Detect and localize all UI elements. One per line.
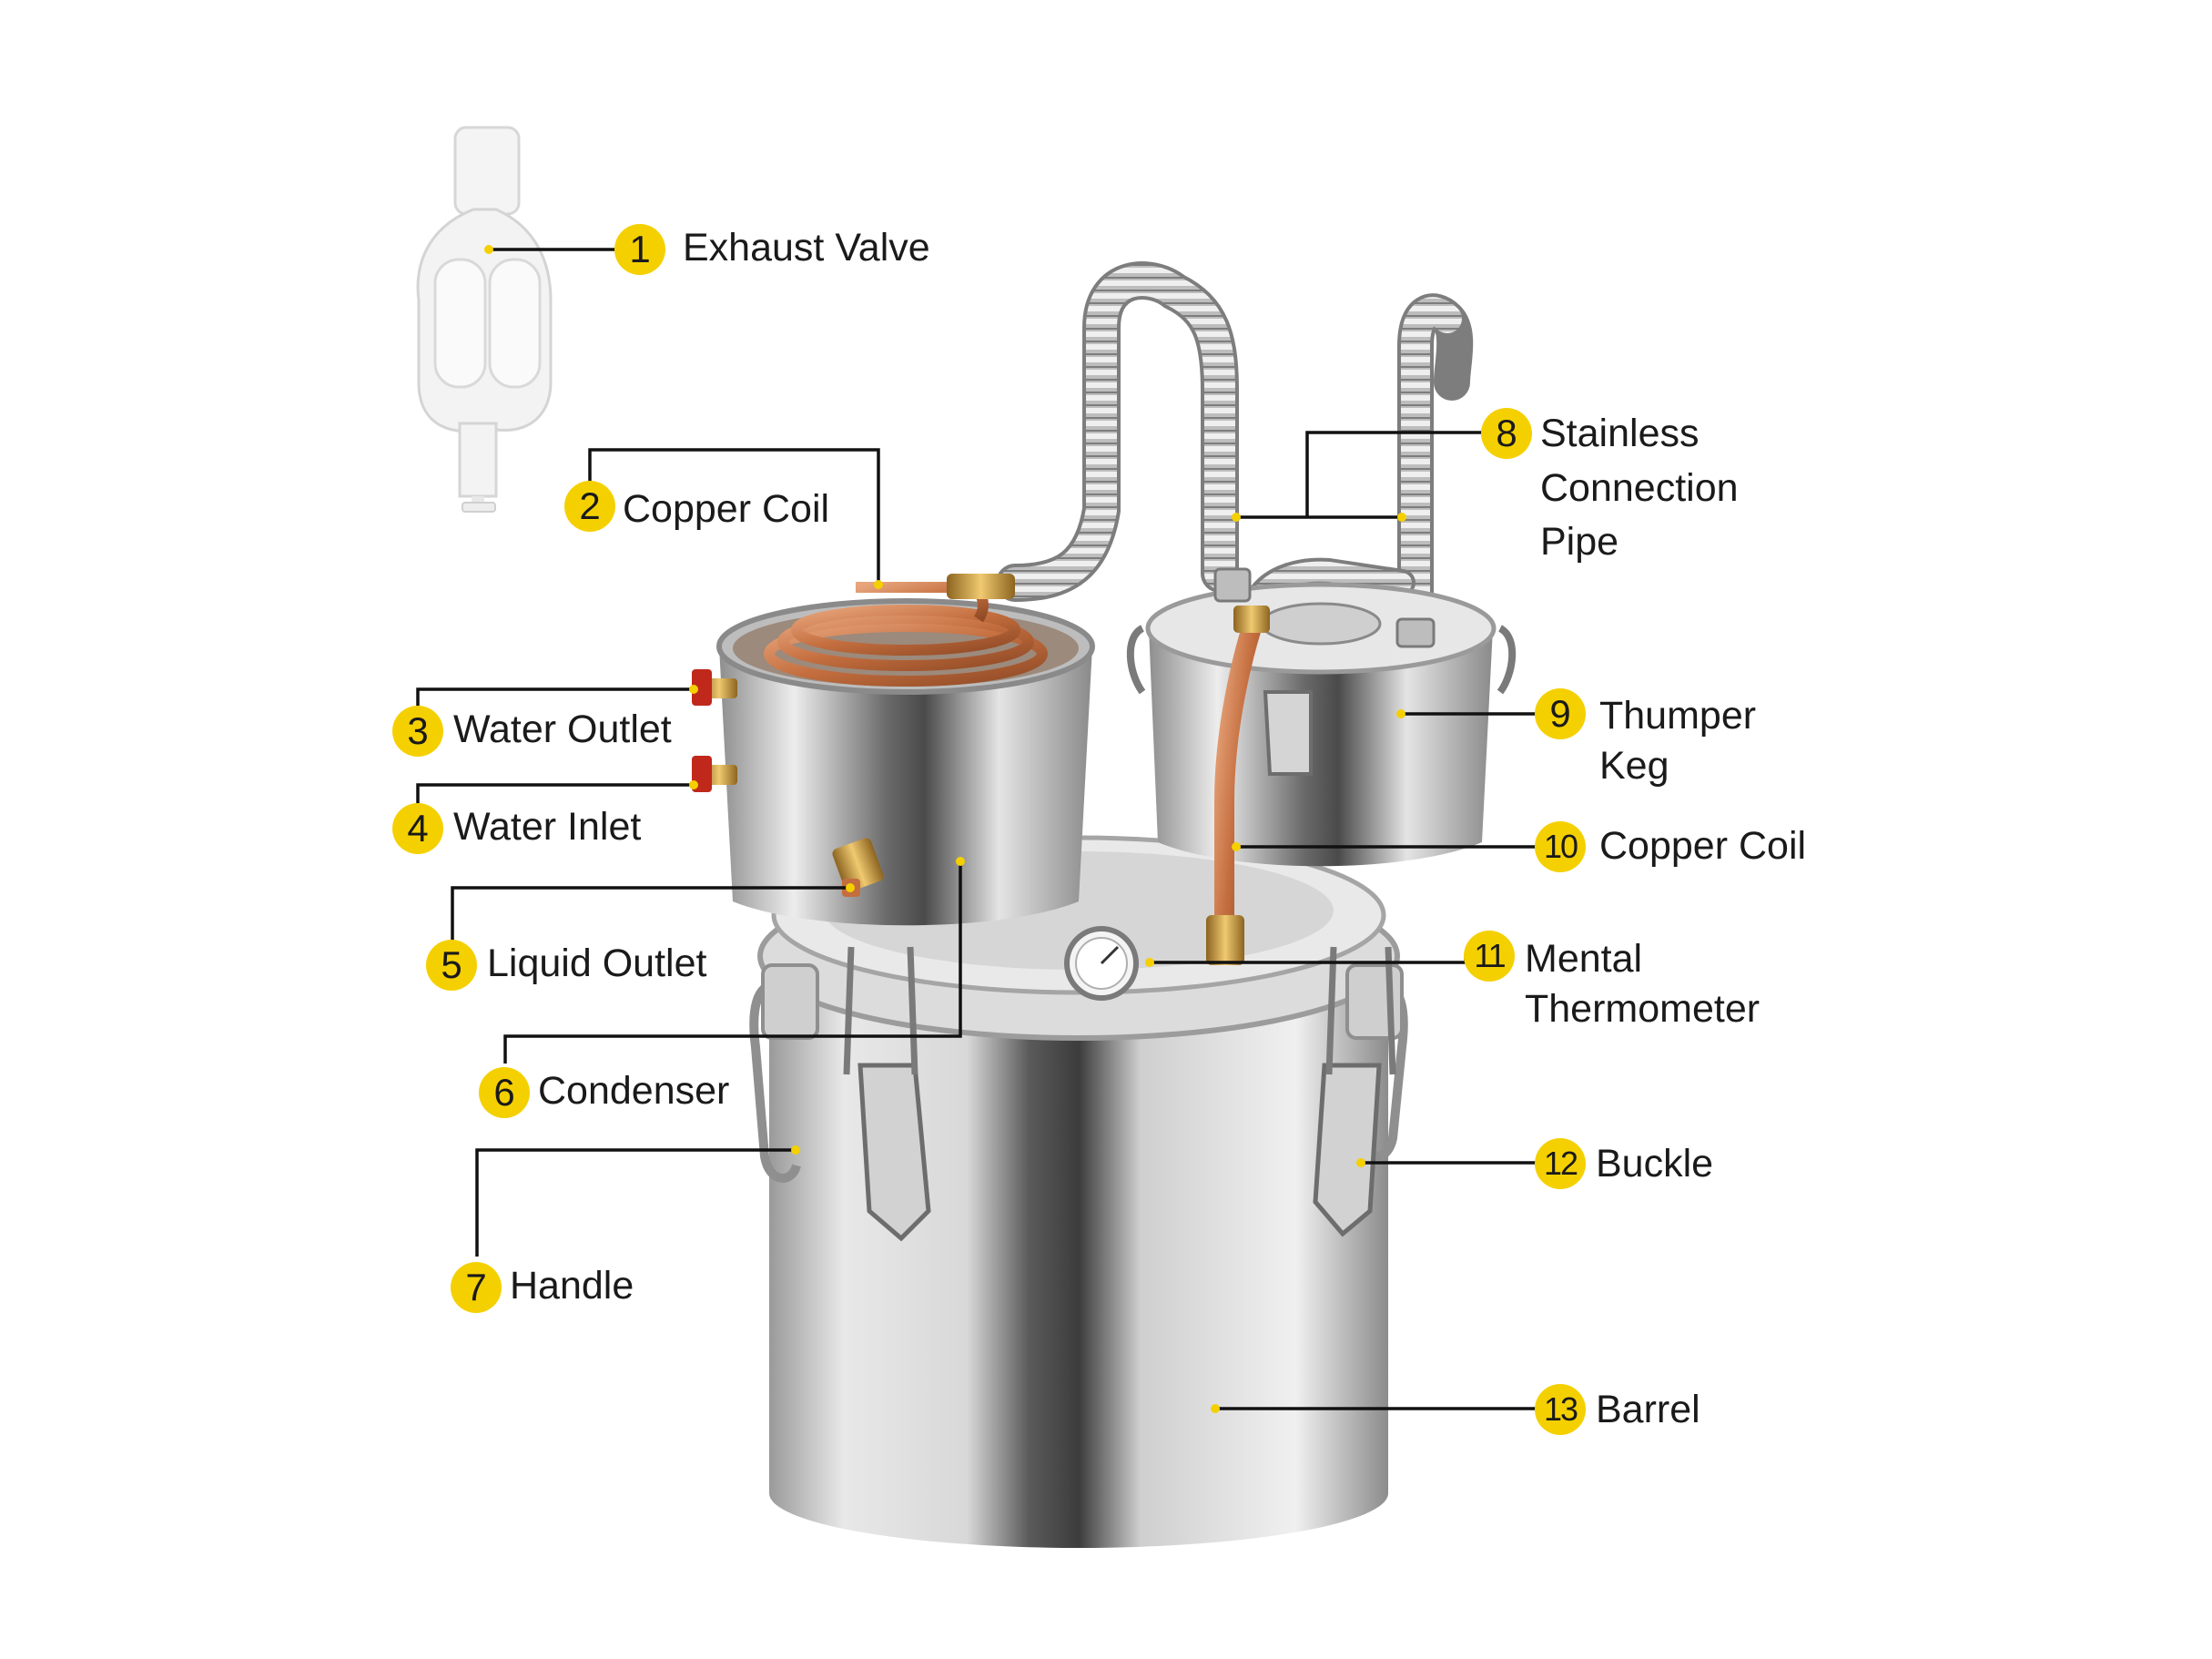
callout-13-badge: 13 [1535,1384,1586,1435]
callout-13-label: Barrel [1596,1388,1700,1431]
callout-9-label-line-2: Keg [1599,744,1669,788]
callout-7-badge: 7 [451,1262,502,1313]
callout-11-label-line-2: Thermometer [1525,987,1760,1031]
callout-4-label: Water Inlet [453,805,642,849]
callout-10-badge: 10 [1535,821,1586,872]
airlock-shape [416,126,553,513]
callout-7-label: Handle [510,1264,634,1308]
callout-10-label: Copper Coil [1599,824,1807,868]
callout-2-badge: 2 [564,481,615,532]
leader-dots [484,245,1406,1413]
callout-8-label-line-2: Connection [1540,466,1739,510]
callout-1-badge: 1 [614,224,665,275]
callout-8-badge: 8 [1481,408,1532,459]
callout-2-label: Copper Coil [623,487,830,531]
callout-1-label: Exhaust Valve [683,226,930,270]
condenser-shape [692,574,1095,926]
callout-8-label-line-3: Pipe [1540,520,1619,564]
callout-4-badge: 4 [392,803,443,854]
callout-12-label: Buckle [1596,1142,1714,1186]
callout-3-label: Water Outlet [453,707,672,751]
callout-6-badge: 6 [479,1067,530,1118]
thermometer-shape [1064,926,1139,1001]
callout-11-badge: 11 [1464,931,1515,982]
callout-9-badge: 9 [1535,688,1586,739]
thumper-keg-shape [1126,567,1517,965]
callout-11-label-line-1: Mental [1525,937,1643,981]
callout-5-badge: 5 [426,940,477,991]
callout-3-badge: 3 [392,706,443,757]
callout-9-label-line-1: Thumper [1599,694,1757,738]
callout-8-label-line-1: Stainless [1540,412,1700,455]
callout-5-label: Liquid Outlet [487,941,707,985]
callout-6-label: Condenser [538,1069,730,1113]
callout-12-badge: 12 [1535,1138,1586,1189]
